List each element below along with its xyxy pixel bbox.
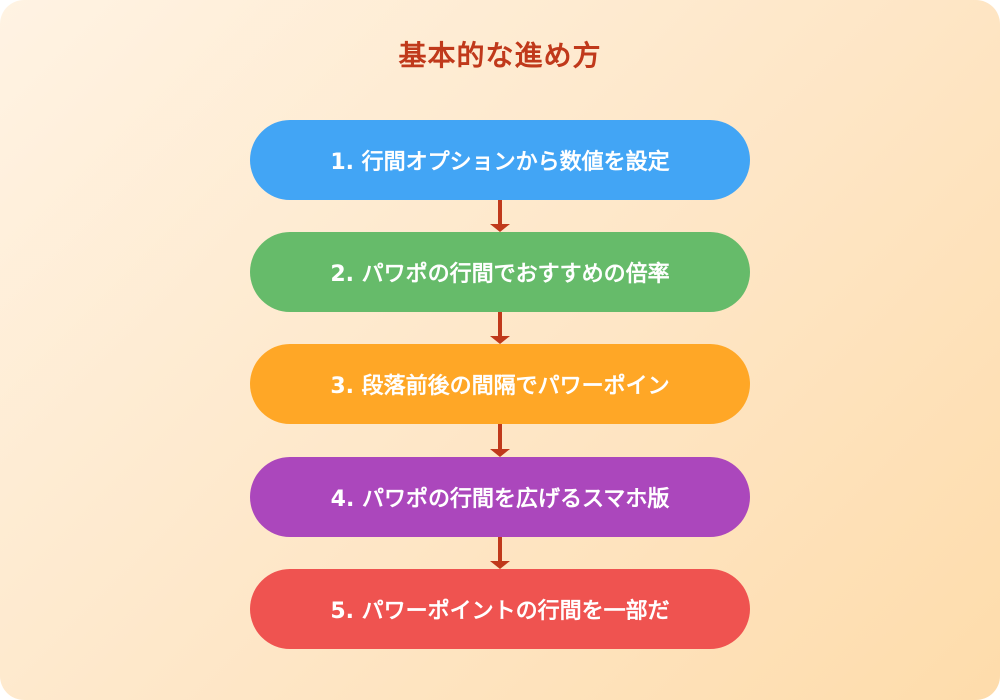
arrow-down-icon: [490, 312, 510, 344]
arrow-down-icon: [490, 200, 510, 232]
arrow-down-icon: [490, 537, 510, 569]
diagram-title: 基本的な進め方: [398, 39, 602, 72]
step-4: 4. パワポの行間を広げるスマホ版: [250, 457, 750, 537]
arrow-down-icon: [490, 424, 510, 457]
step-1-label: 1. 行間オプションから数値を設定: [330, 150, 670, 175]
step-2-label: 2. パワポの行間でおすすめの倍率: [330, 262, 670, 287]
step-5-label: 5. パワーポイントの行間を一部だ: [330, 599, 670, 624]
step-3-label: 3. 段落前後の間隔でパワーポイン: [330, 374, 670, 399]
step-2: 2. パワポの行間でおすすめの倍率: [250, 232, 750, 312]
step-5: 5. パワーポイントの行間を一部だ: [250, 569, 750, 649]
step-3: 3. 段落前後の間隔でパワーポイン: [250, 344, 750, 424]
step-1: 1. 行間オプションから数値を設定: [250, 120, 750, 200]
step-4-label: 4. パワポの行間を広げるスマホ版: [330, 487, 670, 512]
